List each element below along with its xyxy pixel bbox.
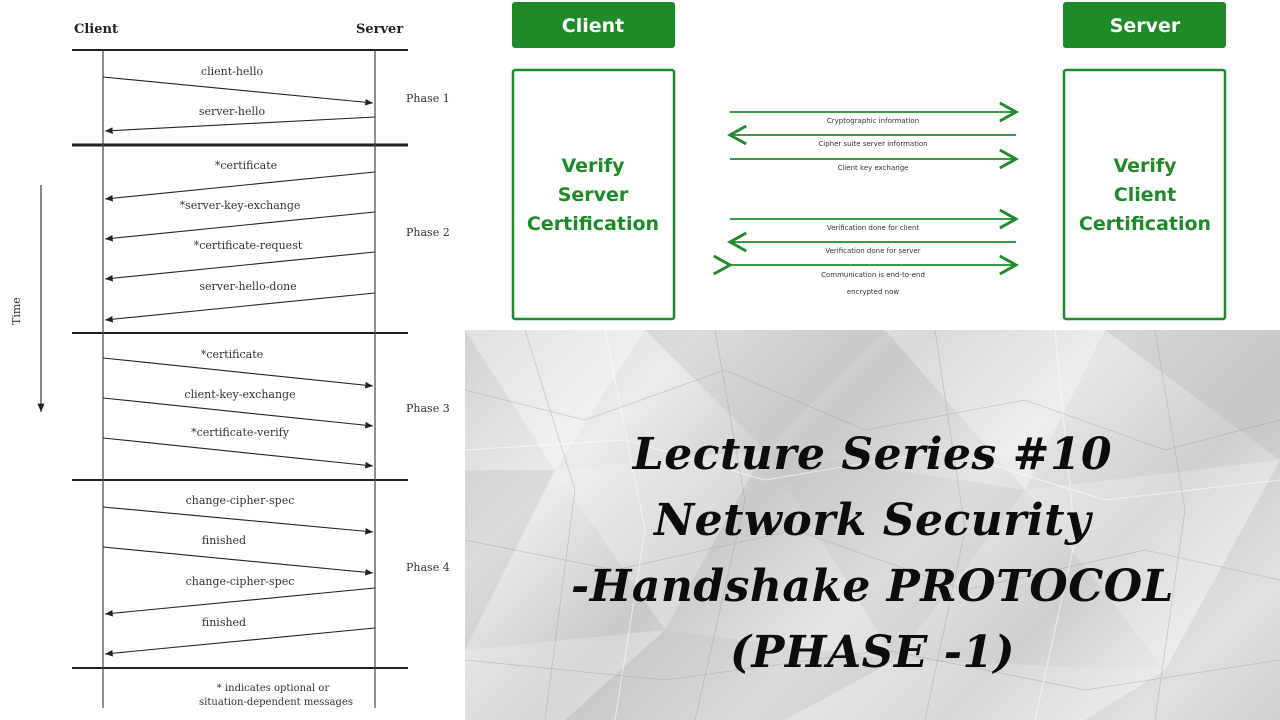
message-label: change-cipher-spec — [186, 575, 295, 588]
message-arrow — [104, 292, 376, 323]
message-arrow — [102, 357, 374, 389]
green-arrow-label: encrypted now — [847, 288, 899, 296]
client-box-line: Server — [558, 184, 629, 206]
title-card: Lecture Series #10 Network Security -Han… — [465, 330, 1280, 720]
message-label: client-hello — [201, 65, 264, 78]
crumpled-paper-texture — [465, 330, 1280, 720]
time-label: Time — [10, 297, 23, 325]
handshake-sequence-diagram: Client Server Time Phase 1 Phase 2 Phase… — [0, 0, 465, 720]
message-label: server-hello — [199, 105, 266, 118]
message-arrow — [102, 437, 374, 469]
phase-label: Phase 1 — [406, 92, 450, 105]
server-verify-box — [1062, 68, 1227, 321]
certification-diagram: Client Server Verify Server Certificatio… — [465, 0, 1280, 330]
title-line: Network Security — [653, 495, 1092, 546]
message-label: finished — [202, 616, 246, 629]
green-arrow-label: Client key exchange — [838, 164, 909, 172]
server-box-line: Certification — [1079, 213, 1211, 235]
lecture-title: Lecture Series #10 Network Security -Han… — [465, 422, 1280, 686]
client-header-box — [512, 2, 675, 48]
green-arrow-label: Cryptographic information — [827, 117, 919, 125]
message-label: *certificate — [201, 348, 263, 361]
phase-label: Phase 2 — [406, 226, 450, 239]
message-arrow — [102, 76, 374, 106]
title-line: (PHASE -1) — [730, 627, 1015, 678]
message-arrow — [104, 171, 376, 202]
green-arrow-label: Verification done for server — [825, 247, 920, 255]
client-verify-box — [511, 68, 676, 321]
message-label: *server-key-exchange — [180, 199, 301, 212]
phase-label: Phase 3 — [406, 402, 450, 415]
message-arrow — [102, 546, 374, 576]
message-label: *certificate-verify — [191, 426, 290, 439]
footnote: * indicates optional or — [217, 683, 330, 694]
message-label: *certificate — [215, 159, 277, 172]
server-box-line: Verify — [1113, 155, 1177, 177]
message-label: server-hello-done — [199, 280, 296, 293]
server-column-label: Server — [356, 22, 403, 37]
green-arrow-label: Verification done for client — [827, 224, 920, 232]
title-line: -Handshake PROTOCOL — [570, 561, 1174, 612]
message-arrow — [102, 397, 374, 429]
phase-label: Phase 4 — [406, 561, 450, 574]
message-label: finished — [202, 534, 246, 547]
message-arrow — [104, 627, 376, 657]
server-header-box — [1063, 2, 1226, 48]
client-header: Client — [562, 15, 624, 37]
message-arrow — [104, 587, 376, 617]
green-arrow-label: Communication is end-to-end — [821, 271, 925, 279]
server-header: Server — [1110, 15, 1181, 37]
green-arrow-label: Cipher suite server information — [818, 140, 927, 148]
message-label: change-cipher-spec — [186, 494, 295, 507]
message-label: client-key-exchange — [184, 388, 295, 401]
footnote: situation-dependent messages — [199, 697, 353, 708]
client-box-line: Verify — [561, 155, 625, 177]
message-arrow — [102, 506, 374, 535]
server-box-line: Client — [1114, 184, 1176, 206]
message-arrow — [104, 211, 376, 242]
message-arrow — [104, 116, 376, 134]
client-column-label: Client — [74, 22, 118, 37]
title-line: Lecture Series #10 — [632, 429, 1113, 480]
client-box-line: Certification — [527, 213, 659, 235]
message-label: *certificate-request — [194, 239, 303, 252]
message-arrow — [104, 251, 376, 282]
